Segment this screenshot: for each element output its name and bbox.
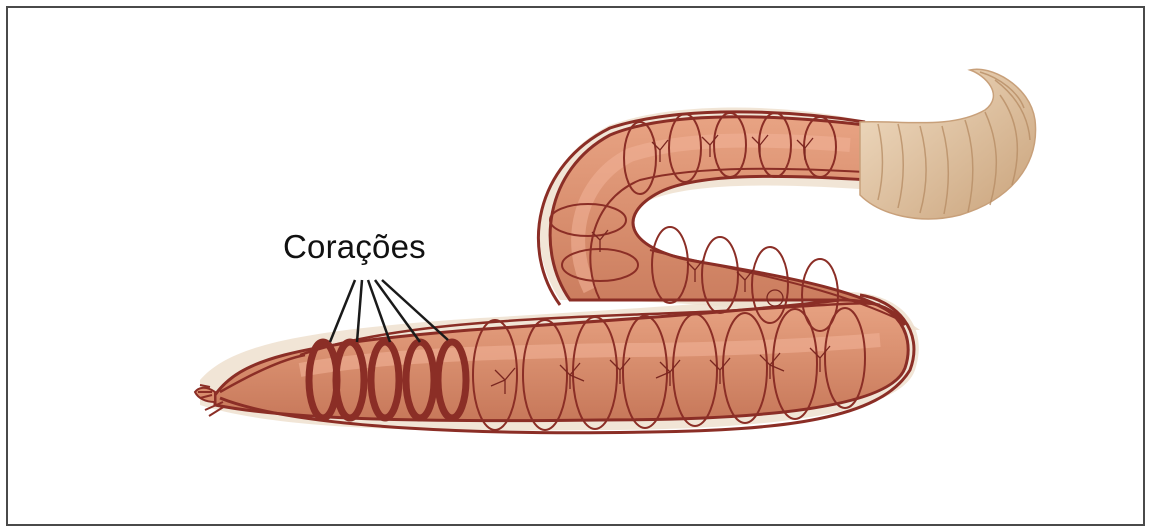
worm-tail [860,69,1036,219]
worm-body-upper [550,117,905,325]
worm-head [195,388,215,402]
hearts-label: Corações [283,228,426,266]
